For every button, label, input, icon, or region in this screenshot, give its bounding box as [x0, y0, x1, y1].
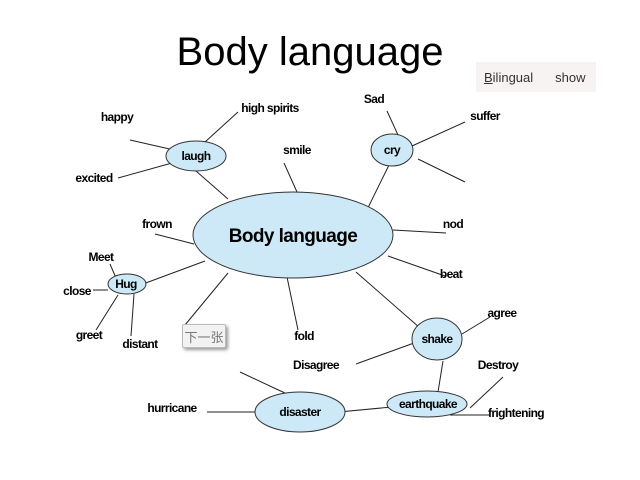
- node-label: Hug: [115, 277, 137, 291]
- node-cry: cry: [370, 133, 414, 167]
- label-beat: beat: [440, 267, 463, 281]
- node-label: shake: [421, 332, 453, 346]
- connectors: [93, 110, 504, 416]
- leaf-labels: happy high spirits excited smile Sad suf…: [63, 92, 545, 420]
- label-nod: nod: [443, 217, 463, 231]
- label-distant: distant: [122, 337, 158, 351]
- label-close: close: [63, 284, 92, 298]
- label-frightening: frightening: [488, 406, 544, 420]
- center-label: Body language: [229, 226, 357, 247]
- label-suffer: suffer: [470, 109, 501, 123]
- label-sad: Sad: [364, 92, 384, 106]
- node-shake: shake: [411, 317, 463, 361]
- label-destroy: Destroy: [478, 358, 519, 372]
- node-label: cry: [384, 143, 401, 157]
- label-disagree: Disagree: [293, 358, 340, 372]
- label-excited: excited: [75, 171, 112, 185]
- label-frown: frown: [142, 217, 172, 231]
- slide-title: Body language: [176, 30, 444, 74]
- node-center: Body language: [192, 191, 394, 279]
- label-high-spirits: high spirits: [241, 101, 299, 115]
- node-label: laugh: [182, 149, 211, 163]
- label-fold: fold: [294, 329, 314, 343]
- label-happy: happy: [101, 110, 134, 124]
- bilingual-label: Bilingual: [484, 69, 534, 85]
- node-disaster: disaster: [254, 391, 346, 433]
- label-smile: smile: [283, 143, 312, 157]
- bilingual-show-toggle[interactable]: Bilingual show: [476, 62, 596, 92]
- label-meet: Meet: [89, 250, 115, 264]
- label-agree: agree: [487, 306, 517, 320]
- node-label: disaster: [279, 405, 321, 419]
- node-earthquake: earthquake: [386, 390, 468, 418]
- node-hug: Hug: [107, 273, 147, 295]
- label-hurricane: hurricane: [147, 401, 197, 415]
- node-laugh: laugh: [165, 140, 227, 172]
- node-label: earthquake: [399, 397, 458, 411]
- next-slide-button[interactable]: 下一张: [182, 324, 226, 348]
- show-label: show: [555, 69, 586, 85]
- label-greet: greet: [76, 328, 103, 342]
